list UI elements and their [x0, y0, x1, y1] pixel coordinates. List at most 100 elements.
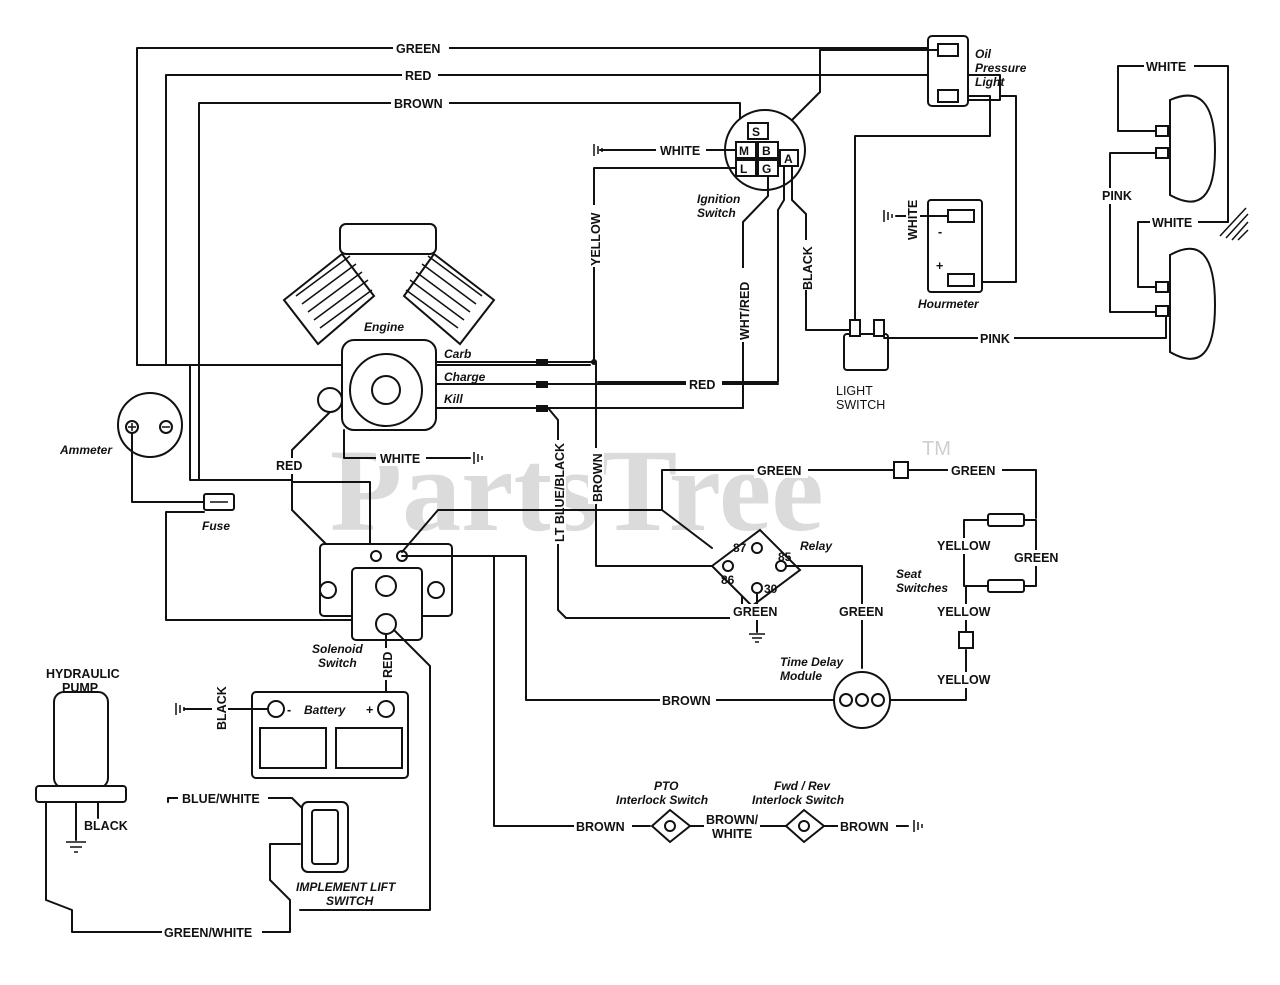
time-delay-label-2: Module	[780, 669, 822, 683]
fwd-rev-interlock-switch: Fwd / Rev Interlock Switch	[752, 779, 844, 844]
wire-label-black-battery: BLACK	[215, 686, 229, 730]
engine-label: Engine	[364, 320, 404, 334]
wire-brown-vertical: BROWN	[588, 361, 723, 567]
wire-harness-drop	[189, 364, 293, 481]
ground-symbol-engine	[473, 452, 483, 464]
battery-minus: -	[287, 703, 291, 717]
wire-label-yellow: YELLOW	[589, 212, 603, 266]
time-delay-module: Time Delay Module	[780, 655, 891, 729]
wire-solenoid-to-relay-area	[401, 509, 663, 553]
fwd-rev-label-1: Fwd / Rev	[774, 779, 831, 793]
wire-module-to-seat	[889, 649, 967, 701]
fuse: Fuse	[202, 493, 235, 533]
relay-terminal-85: 85	[778, 550, 792, 564]
watermark: PartsTree	[330, 425, 824, 556]
battery: - + Battery	[251, 691, 409, 779]
ignition-switch-label-1: Ignition	[697, 192, 740, 206]
oil-pressure-light: Oil Pressure Light	[854, 35, 1027, 323]
wire-label-yellow-seat-mid: YELLOW	[937, 605, 991, 619]
ammeter-label: Ammeter	[59, 443, 113, 457]
seat-switches: Seat Switches	[896, 513, 1025, 649]
wire-black-battery: BLACK	[175, 686, 269, 732]
wire-label-green-seat: GREEN	[1014, 551, 1058, 565]
wire-label-brown-white-2: WHITE	[712, 827, 752, 841]
wire-white-headlight-top: WHITE	[1117, 58, 1229, 223]
solenoid-label-2: Switch	[318, 656, 357, 670]
wire-ammeter-to-fuse	[131, 432, 205, 503]
ignition-switch: S M B L G A Ignition Switch	[697, 109, 806, 220]
fuse-label: Fuse	[202, 519, 230, 533]
wire-pink-light-switch: PINK	[883, 315, 1167, 346]
engine-terminal-charge: Charge	[444, 370, 486, 384]
wire-brown-module: BROWN	[660, 692, 716, 708]
wire-pink-headlight: PINK	[1100, 152, 1157, 313]
wire-label-white-red: WHT/RED	[738, 282, 752, 340]
wire-oil-to-ignition	[789, 49, 939, 123]
wire-label-red-ammeter: RED	[276, 459, 302, 473]
wire-label-white-headlight-mid: WHITE	[1152, 216, 1192, 230]
wire-label-lt-blue-black: LT BLUE/BLACK	[553, 443, 567, 542]
ground-symbol-headlight	[1219, 207, 1249, 241]
wire-label-white-ignition: WHITE	[660, 144, 700, 158]
wire-brown-top: BROWN	[198, 95, 741, 481]
wire-yellow: YELLOW	[586, 167, 737, 363]
wire-label-white-hourmeter: WHITE	[906, 200, 920, 240]
ignition-terminal-l: L	[740, 162, 747, 176]
wire-label-red-solenoid: RED	[381, 652, 395, 678]
wire-label-white-engine-ground: WHITE	[380, 452, 420, 466]
wire-white-engine-ground: WHITE	[343, 429, 483, 466]
wire-label-brown-top: BROWN	[394, 97, 443, 111]
wire-label-green-relay-left: GREEN	[757, 464, 801, 478]
hourmeter-label: Hourmeter	[918, 297, 980, 311]
solenoid-switch: Solenoid Switch	[312, 543, 453, 670]
relay-terminal-30: 30	[764, 582, 778, 596]
battery-plus: +	[366, 703, 373, 717]
wire-label-brown-vertical: BROWN	[591, 453, 605, 502]
wire-brown-fwd-right: BROWN	[823, 818, 923, 834]
wire-black-light: BLACK	[791, 165, 853, 331]
wire-fuse-to-solenoid	[165, 511, 353, 621]
wire-red-to-solenoid-terminal	[291, 481, 371, 553]
fwd-rev-label-2: Interlock Switch	[752, 793, 844, 807]
wire-white-red: WHT/RED	[735, 175, 769, 409]
ground-symbol-fwd-rev	[913, 820, 923, 832]
hydraulic-pump: HYDRAULIC PUMP	[35, 667, 127, 803]
light-switch-label-2: SWITCH	[836, 398, 885, 412]
wire-carb: Carb	[435, 347, 597, 366]
wire-green-top: GREEN	[136, 40, 939, 366]
ignition-terminal-s: S	[752, 125, 760, 139]
headlight-top	[1155, 94, 1217, 203]
oil-pressure-label-3: Light	[975, 75, 1005, 89]
ignition-terminal-m: M	[739, 144, 749, 158]
light-switch: LIGHT SWITCH	[836, 319, 889, 412]
wire-label-green-relay-right: GREEN	[951, 464, 995, 478]
wire-label-green-relay-ground: GREEN	[733, 605, 777, 619]
relay-terminal-86: 86	[721, 573, 735, 587]
hourmeter-plus: +	[936, 259, 943, 273]
wire-label-green-white: GREEN/WHITE	[164, 926, 252, 940]
pto-label-1: PTO	[654, 779, 679, 793]
wire-label-green-module: GREEN	[839, 605, 883, 619]
relay-label: Relay	[800, 539, 833, 553]
wire-green-relay-ground: GREEN	[730, 593, 784, 643]
implement-lift-label-1: IMPLEMENT LIFT	[296, 880, 397, 894]
pto-interlock-switch: PTO Interlock Switch	[616, 779, 708, 844]
ground-symbol-hourmeter	[883, 210, 893, 222]
light-switch-label-1: LIGHT	[836, 384, 873, 398]
hourmeter: - + Hourmeter	[918, 199, 983, 311]
seat-switches-label-1: Seat	[896, 567, 922, 581]
wire-white-ignition: WHITE	[593, 143, 737, 158]
wire-oil-to-hourmeter	[974, 95, 1017, 283]
ground-symbol-relay	[749, 633, 765, 643]
ignition-terminal-g: G	[762, 162, 771, 176]
wire-label-yellow-seat-top: YELLOW	[937, 539, 991, 553]
wire-label-black-pump: BLACK	[84, 819, 128, 833]
wire-white-hourmeter: WHITE	[883, 196, 949, 240]
hydraulic-pump-label-2: PUMP	[62, 681, 98, 695]
seat-switches-label-2: Switches	[896, 581, 948, 595]
ground-symbol-battery	[175, 703, 185, 715]
wire-label-brown-fwd-right: BROWN	[840, 820, 889, 834]
wire-label-brown-white-1: BROWN/	[706, 813, 759, 827]
wire-kill: Kill	[435, 392, 744, 412]
ignition-terminal-a: A	[784, 152, 793, 166]
